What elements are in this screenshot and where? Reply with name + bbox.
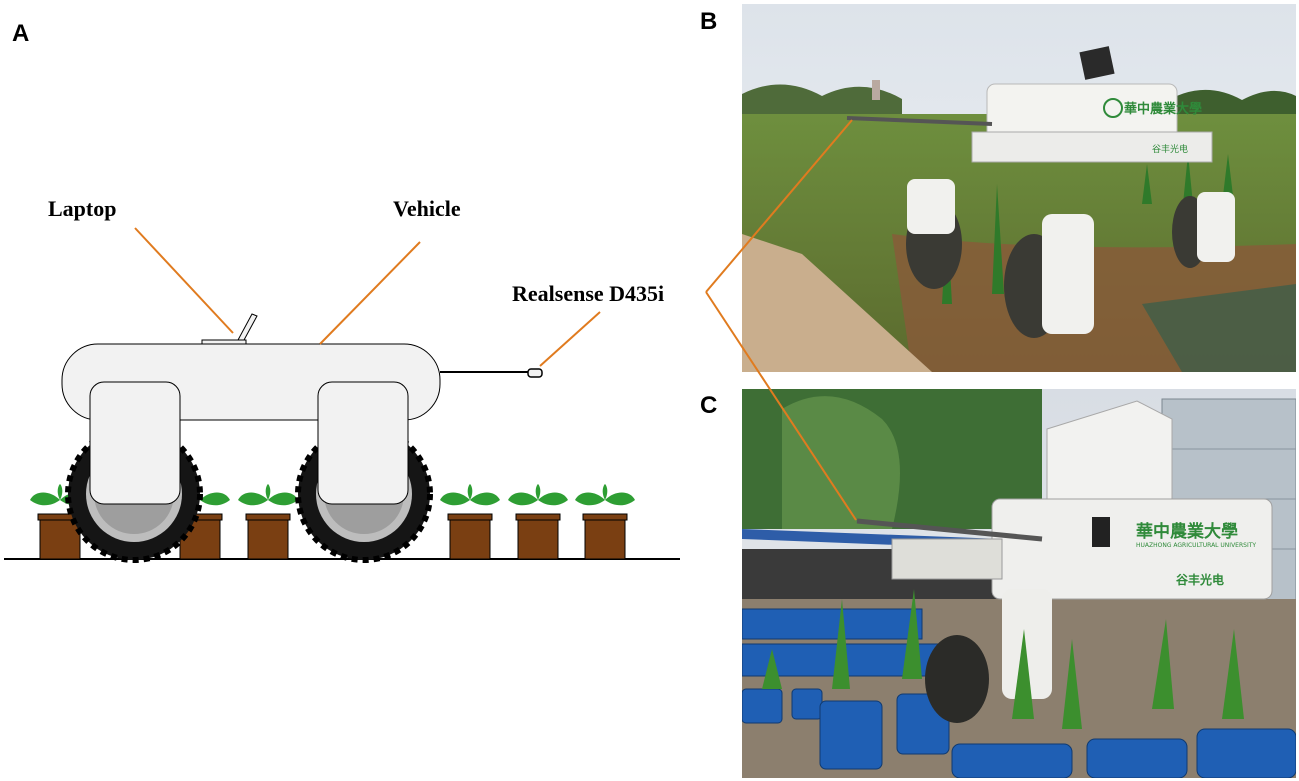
vehicle-leader-line	[319, 241, 421, 345]
right-wheel-cover	[317, 381, 409, 505]
panel-label-a: A	[12, 20, 30, 47]
vehicle-label: Vehicle	[393, 196, 461, 221]
potted-plant	[238, 484, 298, 560]
camera-leader-line	[539, 311, 601, 367]
panel-label-b: B	[700, 8, 718, 35]
camera-arm	[440, 368, 543, 378]
left-wheel-cover	[89, 381, 181, 505]
camera-label: Realsense D435i	[512, 281, 665, 306]
laptop-drawing	[201, 313, 258, 345]
university-sign-c: 華中農業大學	[1136, 522, 1238, 542]
vehicle-schematic	[4, 227, 680, 563]
field-photo	[742, 4, 1296, 372]
potted-plant	[440, 484, 500, 560]
university-english-c: HUAZHONG AGRICULTURAL UNIVERSITY	[1136, 542, 1257, 549]
brand-sign-c: 谷丰光电	[1176, 573, 1225, 587]
brand-sign-b: 谷丰光电	[1152, 145, 1189, 155]
plant-row	[30, 484, 635, 560]
greenhouse-photo	[742, 389, 1296, 778]
laptop-label: Laptop	[48, 196, 117, 221]
laptop-leader-line	[134, 227, 234, 334]
potted-plant	[575, 484, 635, 560]
potted-plant	[508, 484, 568, 560]
university-sign-b: 華中農業大學	[1124, 102, 1203, 117]
